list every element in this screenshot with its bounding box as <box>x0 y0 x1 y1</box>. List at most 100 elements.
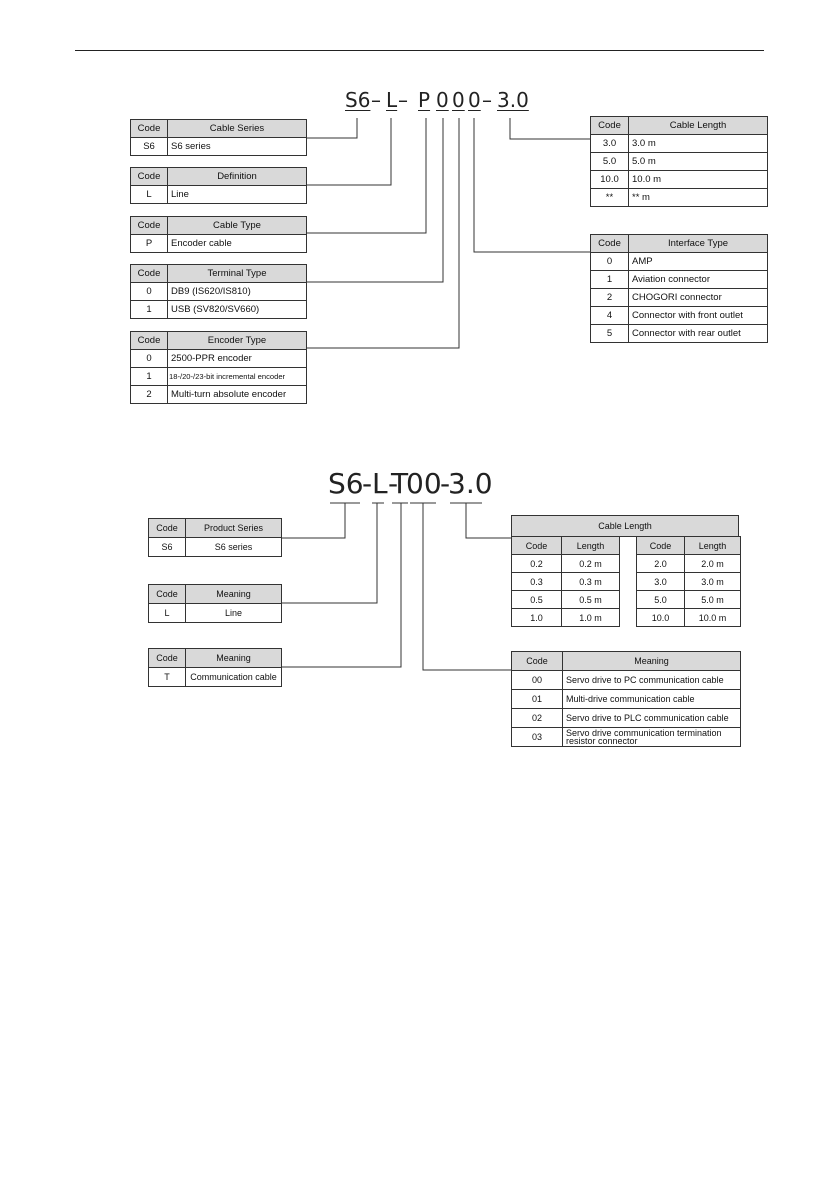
model-part-line: L <box>372 467 388 500</box>
value-cell: 3.0 m <box>684 572 741 591</box>
value-cell: Communication cable <box>185 667 282 687</box>
connector-encoder-type <box>306 118 460 349</box>
code-cell: 03 <box>511 727 563 747</box>
connector-cable-length <box>509 118 590 140</box>
model-dash: - <box>440 467 451 500</box>
value-cell: Servo drive communication termination re… <box>562 727 741 747</box>
value-cell: 0.5 m <box>561 590 620 609</box>
model-part-cable-length: 3.0 <box>448 467 493 500</box>
model-part-cable-type: T <box>391 467 409 500</box>
value-cell: 1.0 m <box>561 608 620 627</box>
value-cell: 2.0 m <box>684 554 741 573</box>
column-header: Length <box>684 536 741 555</box>
column-header: Code <box>148 584 186 604</box>
code-cell: 2.0 <box>636 554 685 573</box>
code-cell: 10.0 <box>636 608 685 627</box>
connector-meaning-l <box>281 503 378 604</box>
model-dash: – <box>482 88 492 112</box>
model-part-terminal-type: 0 <box>436 88 449 112</box>
code-cell: 5 <box>590 324 629 343</box>
connector-meaning-t <box>281 503 402 668</box>
value-cell: 0.3 m <box>561 572 620 591</box>
code-cell: T <box>148 667 186 687</box>
code-cell: P <box>130 234 168 253</box>
connector-interface-type <box>473 118 590 253</box>
code-cell: 02 <box>511 708 563 728</box>
value-cell: 5.0 m <box>684 590 741 609</box>
column-header: Product Series <box>185 518 282 538</box>
value-cell: S6 series <box>167 137 307 156</box>
code-cell: 1.0 <box>511 608 562 627</box>
connector-cable-type <box>306 118 427 234</box>
column-header: Code <box>636 536 685 555</box>
code-cell: 3.0 <box>636 572 685 591</box>
column-header: Cable Series <box>167 119 307 138</box>
connector-product-series <box>281 503 346 539</box>
model-dash: – <box>371 88 381 112</box>
code-cell: 0.2 <box>511 554 562 573</box>
value-cell: 10.0 m <box>684 608 741 627</box>
table-row: **** m <box>590 188 768 207</box>
model-code-communication-cable: S6 - L - T 00 - 3.0 <box>0 470 839 504</box>
code-cell: 2 <box>130 385 168 404</box>
model-part-communication-code: 00 <box>406 467 442 500</box>
column-header: Code <box>148 648 186 668</box>
column-header: Code <box>511 536 562 555</box>
connector-terminal-type <box>306 118 444 283</box>
value-cell: ** m <box>628 188 768 207</box>
value-cell: Line <box>167 185 307 204</box>
column-header: Interface Type <box>628 234 768 253</box>
value-cell: Servo drive to PLC communication cable <box>562 708 741 728</box>
model-part-series: S6 <box>328 467 364 500</box>
code-cell: 01 <box>511 689 563 709</box>
model-dash: - <box>388 467 399 500</box>
value-cell: Multi-turn absolute encoder <box>167 385 307 404</box>
column-header: Meaning <box>185 584 282 604</box>
code-cell: S6 <box>148 537 186 557</box>
cable-length-title: Cable Length <box>511 515 739 537</box>
value-cell: Connector with rear outlet <box>628 324 768 343</box>
code-cell: L <box>130 185 168 204</box>
header-rule <box>75 50 764 51</box>
connector-meaning-comm <box>422 503 511 671</box>
column-header: Code <box>511 651 563 671</box>
code-cell: 0.5 <box>511 590 562 609</box>
code-cell: L <box>148 603 186 623</box>
model-dash: – <box>398 88 408 112</box>
connector-definition <box>306 118 392 186</box>
column-header: Code <box>130 331 168 350</box>
value-cell: DB9 (IS620/IS810) <box>167 282 307 301</box>
code-cell: 00 <box>511 670 563 690</box>
value-cell: USB (SV820/SV660) <box>167 300 307 319</box>
value-cell: 0.2 m <box>561 554 620 573</box>
